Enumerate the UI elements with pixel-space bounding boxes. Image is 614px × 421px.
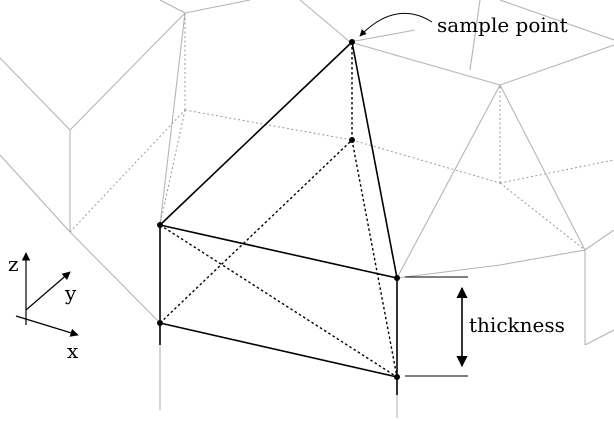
sample-point-label: sample point (437, 13, 568, 37)
highlighted-prism (159, 41, 398, 395)
thickness-label: thickness (469, 313, 565, 337)
axis-x-label: x (67, 339, 79, 363)
axis-y-label: y (64, 281, 77, 305)
vertex-points (157, 39, 400, 380)
sample-point-dot (349, 39, 355, 45)
axes-icon (15, 252, 79, 337)
vertex-dot (394, 275, 400, 281)
vertex-dot (157, 222, 163, 228)
vertex-dot (349, 137, 355, 143)
sample-point-arrow (359, 12, 433, 37)
axis-z-label: z (8, 252, 19, 276)
thickness-dimension (405, 276, 468, 377)
vertex-dot (394, 374, 400, 380)
background-hidden-edges (69, 13, 614, 251)
vertex-dot (157, 320, 163, 326)
